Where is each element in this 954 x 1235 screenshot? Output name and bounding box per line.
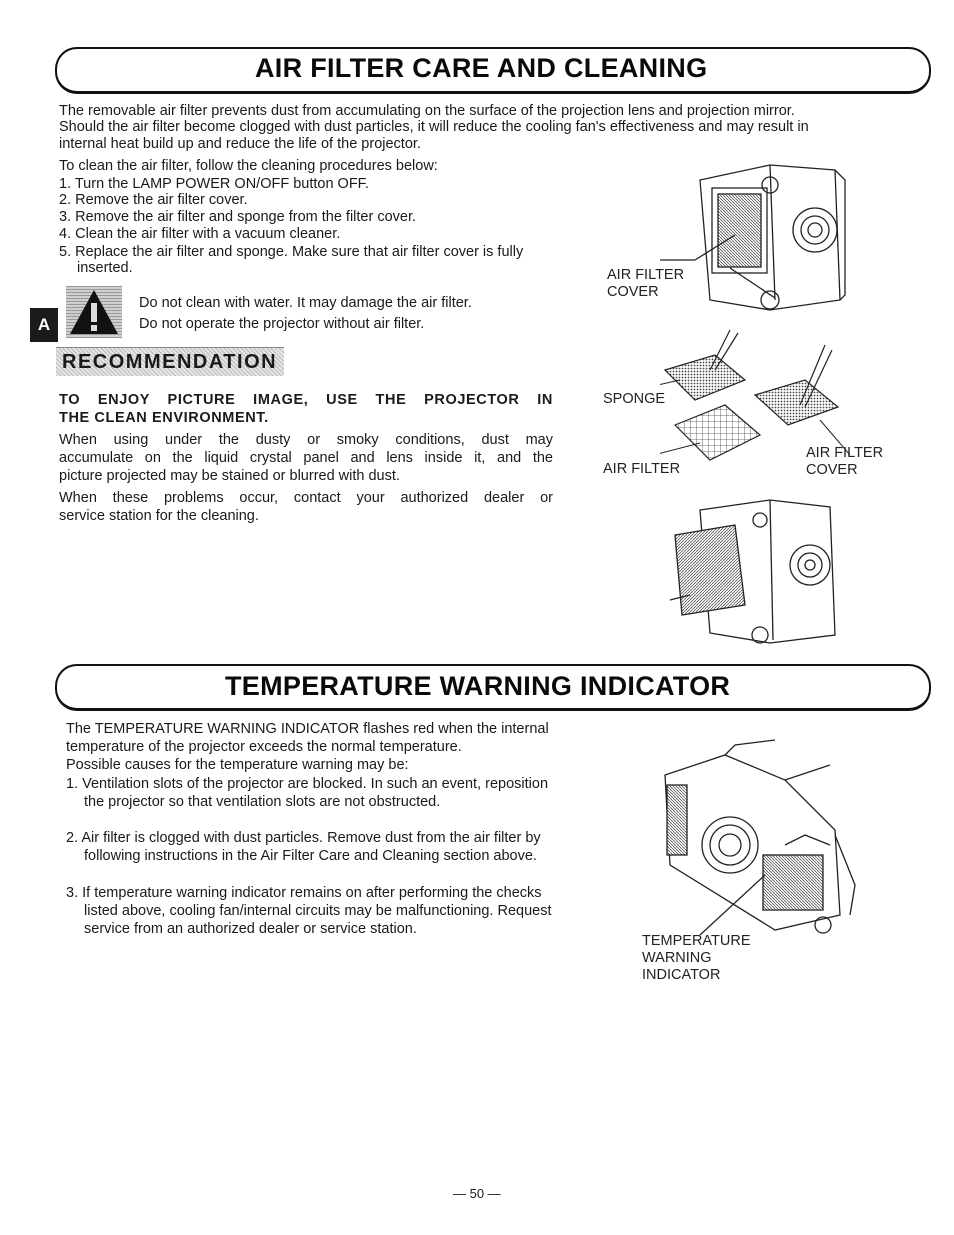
warning-triangle-icon — [70, 290, 118, 334]
recommendation-heading-line-1: TO ENJOY PICTURE IMAGE, USE THE PROJECTO… — [59, 392, 553, 408]
label-temperature-1: TEMPERATURE — [642, 933, 751, 949]
section-title-air-filter: AIR FILTER CARE AND CLEANING — [255, 53, 708, 83]
cause-3-line-2: listed above, cooling fan/internal circu… — [84, 903, 552, 919]
recommendation-body-3: picture projected may be stained or blur… — [59, 468, 400, 484]
label-air-filter-cover-mid-1: AIR FILTER — [806, 445, 884, 461]
cause-3-line-3: service from an authorized dealer or ser… — [84, 921, 417, 937]
step-1: 1. Turn the LAMP POWER ON/OFF button OFF… — [59, 176, 369, 192]
section-heading-frame — [55, 47, 931, 94]
caution-box — [66, 286, 122, 338]
temp-intro-1: The TEMPERATURE WARNING INDICATOR flashe… — [66, 721, 549, 737]
recommendation-body-5: service station for the cleaning. — [59, 508, 259, 524]
step-5-continued: inserted. — [77, 260, 133, 276]
recommendation-body-2: accumulate on the liquid crystal panel a… — [59, 450, 553, 466]
section-heading-frame-2 — [55, 664, 931, 711]
projector-filter-removed-illustration — [669, 499, 836, 644]
temp-intro-3: Possible causes for the temperature warn… — [66, 757, 409, 773]
step-3: 3. Remove the air filter and sponge from… — [59, 209, 417, 225]
recommendation-body-1: When using under the dusty or smoky cond… — [59, 432, 553, 448]
projector-front-illustration — [664, 739, 856, 936]
intro-line-1: The removable air filter prevents dust f… — [59, 103, 795, 119]
cause-3-line-1: 3. If temperature warning indicator rema… — [66, 885, 542, 901]
cause-1-line-2: the projector so that ventilation slots … — [84, 794, 441, 810]
section-side-tab: A — [30, 308, 58, 342]
section-title-temperature: TEMPERATURE WARNING INDICATOR — [225, 671, 731, 701]
caution-line-1: Do not clean with water. It may damage t… — [139, 295, 472, 311]
label-temperature-2: WARNING — [642, 950, 712, 966]
cause-1-line-1: 1. Ventilation slots of the projector ar… — [66, 776, 549, 792]
recommendation-badge — [56, 347, 284, 376]
cause-2-line-2: following instructions in the Air Filter… — [84, 848, 537, 864]
label-air-filter-cover-top-1: AIR FILTER — [607, 267, 685, 283]
filter-sponge-illustration — [660, 329, 850, 461]
recommendation-body-4: When these problems occur, contact your … — [59, 490, 553, 506]
steps-intro: To clean the air filter, follow the clea… — [59, 158, 438, 174]
label-air-filter-cover-mid-2: COVER — [806, 462, 858, 478]
projector-filter-cover-illustration — [660, 164, 846, 311]
intro-line-3: internal heat build up and reduce the li… — [59, 136, 421, 152]
caution-line-2: Do not operate the projector without air… — [139, 316, 425, 332]
page-number: — 50 — — [453, 1186, 501, 1201]
step-4: 4. Clean the air filter with a vacuum cl… — [59, 226, 341, 242]
temp-intro-2: temperature of the projector exceeds the… — [66, 739, 462, 755]
recommendation-badge-label: RECOMMENDATION — [62, 351, 278, 373]
label-temperature-3: INDICATOR — [642, 967, 721, 983]
label-air-filter: AIR FILTER — [603, 461, 681, 477]
label-air-filter-cover-top-2: COVER — [607, 284, 659, 300]
step-5: 5. Replace the air filter and sponge. Ma… — [59, 244, 524, 260]
label-sponge: SPONGE — [603, 391, 666, 407]
cause-2-line-1: 2. Air filter is clogged with dust parti… — [66, 830, 541, 846]
intro-line-2: Should the air filter become clogged wit… — [59, 119, 809, 135]
recommendation-heading-line-2: THE CLEAN ENVIRONMENT. — [59, 410, 269, 426]
step-2: 2. Remove the air filter cover. — [59, 192, 248, 208]
